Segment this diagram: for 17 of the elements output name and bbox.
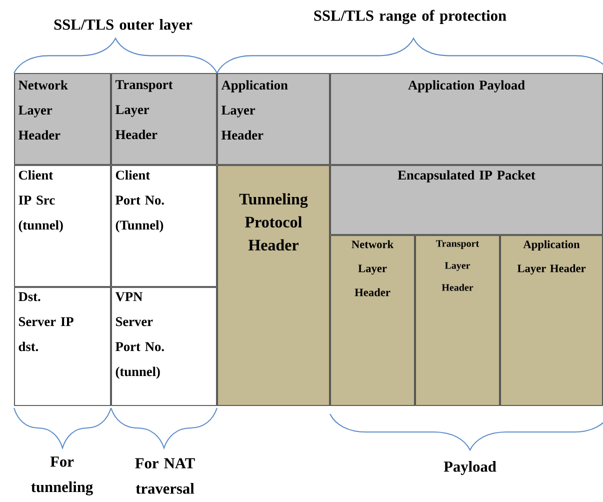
header-cell: Transport Layer Header — [415, 235, 500, 406]
brace-label: SSL/TLS outer layer — [54, 19, 192, 33]
header-cell: Encapsulated IP Packet — [330, 165, 603, 235]
brace-label: SSL/TLS range of protection — [314, 10, 506, 24]
field-cell: VPN Server Port No. (tunnel) — [111, 287, 217, 406]
header-cell: Network Layer Header — [14, 73, 111, 165]
field-cell: Client Port No. (Tunnel) — [111, 165, 217, 287]
header-cell: Application Layer Header — [217, 73, 330, 165]
brace-label: For tunneling — [31, 456, 93, 496]
header-cell: Application Layer Header — [500, 235, 603, 406]
brace-label: Payload — [444, 461, 496, 475]
field-cell: Dst. Server IP dst. — [14, 287, 111, 406]
field-cell: Client IP Src (tunnel) — [14, 165, 111, 287]
brace-label: For NAT traversal — [135, 458, 195, 494]
header-cell: Network Layer Header — [330, 235, 415, 406]
header-cell: Transport Layer Header — [111, 73, 217, 165]
header-cell: Tunneling Protocol Header — [217, 165, 330, 406]
